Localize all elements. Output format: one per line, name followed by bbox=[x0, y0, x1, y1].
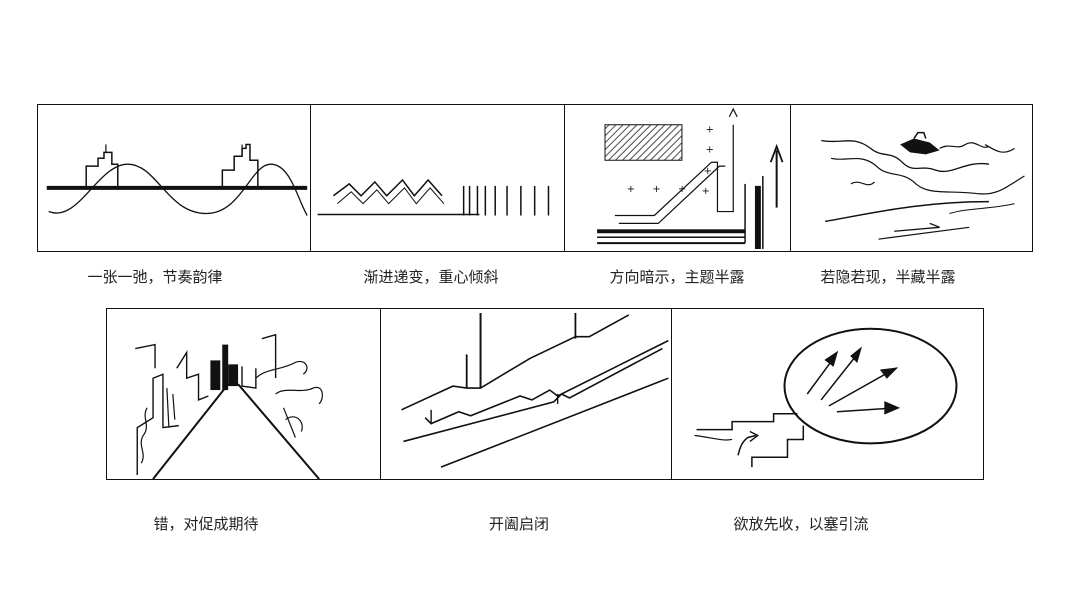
caption-rhythm: 一张一弛，节奏韵律 bbox=[87, 266, 222, 287]
svg-text:+: + bbox=[704, 166, 712, 177]
panel-compress-release bbox=[671, 308, 984, 480]
caption-compress-release: 欲放先收，以塞引流 bbox=[733, 513, 868, 534]
caption-street-perspective: 错，对促成期待 bbox=[153, 513, 258, 534]
caption-open-close: 开阖启闭 bbox=[489, 513, 549, 534]
caption-gradual-change: 渐进递变，重心倾斜 bbox=[363, 266, 498, 287]
panel-gradual-change bbox=[310, 104, 565, 252]
svg-text:+: + bbox=[706, 144, 714, 155]
open-close-path-sketch-icon bbox=[381, 309, 671, 479]
svg-text:+: + bbox=[702, 186, 710, 197]
caption-half-hidden: 若隐若现，半藏半露 bbox=[820, 266, 955, 287]
caption-direction-hint: 方向暗示，主题半露 bbox=[609, 266, 744, 287]
panel-half-hidden bbox=[790, 104, 1033, 252]
panel-open-close bbox=[380, 308, 672, 480]
panel-street-perspective bbox=[106, 308, 381, 480]
wave-rhythm-sketch-icon bbox=[38, 105, 310, 251]
svg-text:+: + bbox=[678, 184, 686, 195]
panel-rhythm bbox=[37, 104, 311, 252]
svg-text:+: + bbox=[627, 184, 635, 195]
svg-text:+: + bbox=[706, 125, 714, 136]
gradual-change-sketch-icon bbox=[311, 105, 564, 251]
compress-release-sketch-icon bbox=[672, 309, 983, 479]
half-hidden-landscape-sketch-icon bbox=[791, 105, 1032, 251]
svg-text:+: + bbox=[652, 184, 660, 195]
street-perspective-sketch-icon bbox=[107, 309, 380, 479]
direction-hint-sketch-icon: + + + + + + + bbox=[565, 105, 790, 251]
panel-direction-hint: + + + + + + + bbox=[564, 104, 791, 252]
